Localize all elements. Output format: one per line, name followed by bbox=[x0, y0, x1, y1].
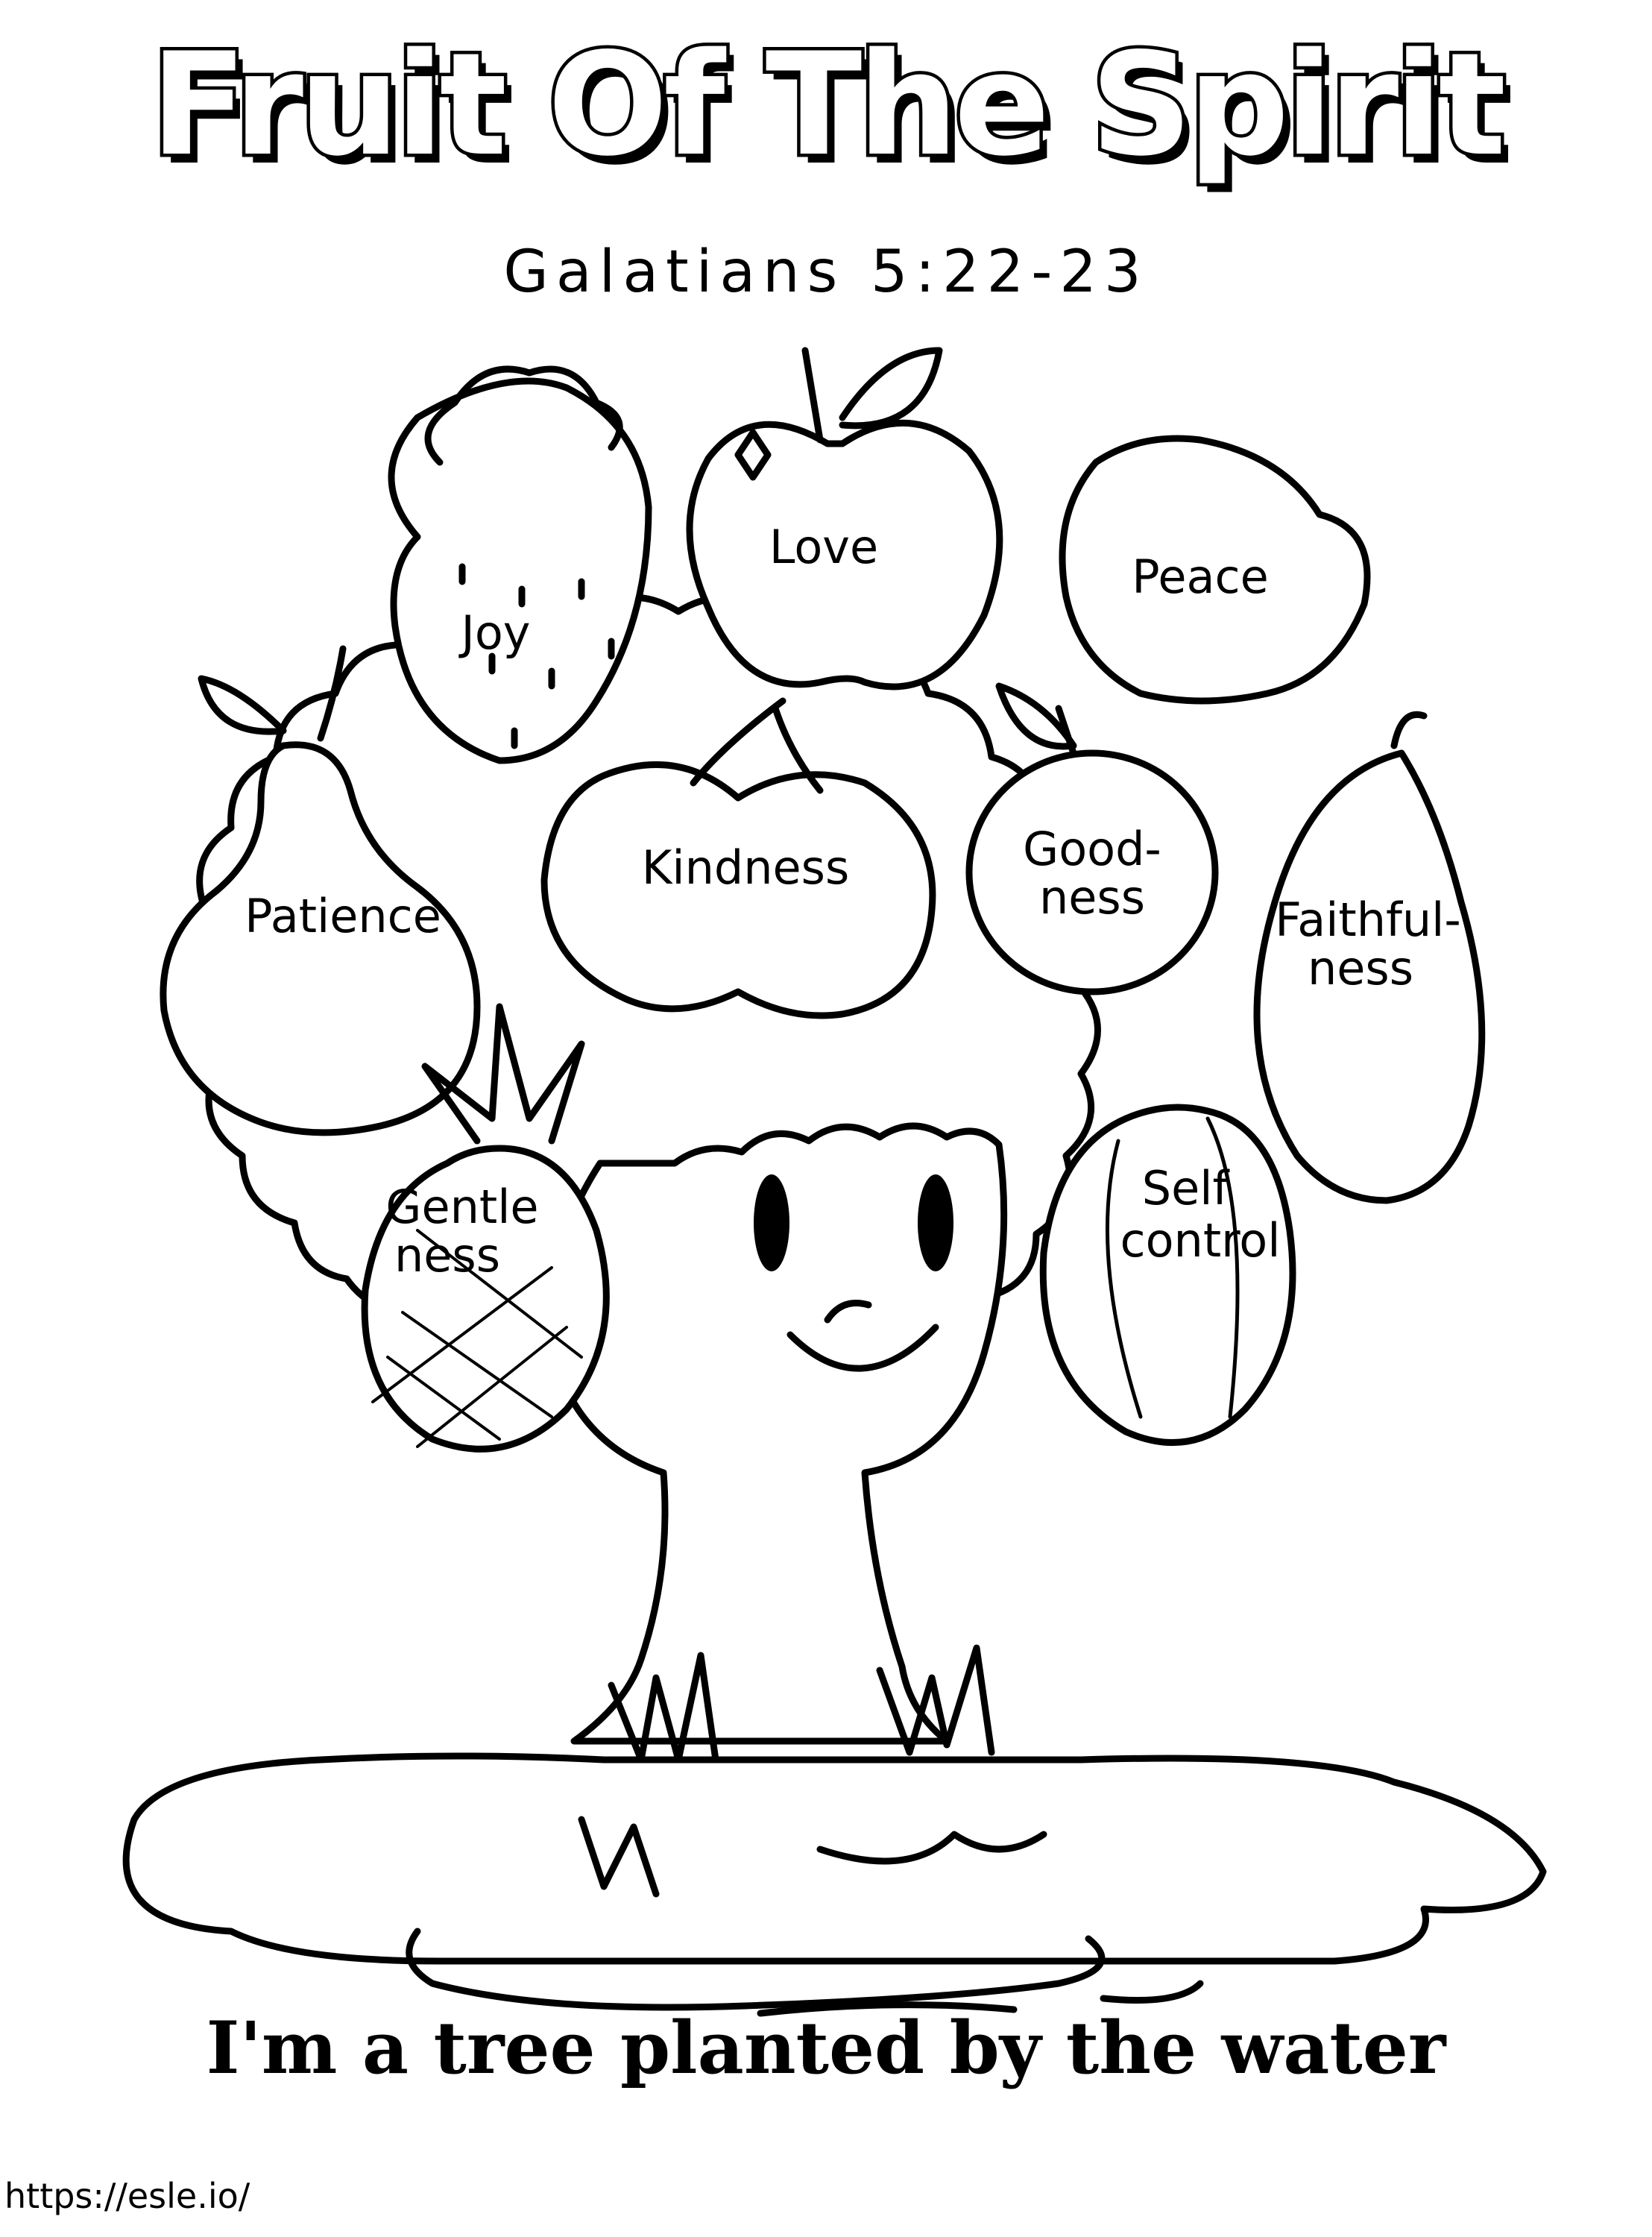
apple-fruit bbox=[686, 419, 1003, 690]
tree-trunk bbox=[547, 1122, 1008, 1745]
right-eye-icon bbox=[918, 1174, 953, 1271]
source-credit: https://esle.io/ bbox=[4, 2176, 250, 2216]
grass-tuft-right bbox=[876, 1644, 995, 1756]
label-peace: Peace bbox=[1132, 550, 1269, 604]
label-goodness-2: ness bbox=[1039, 870, 1145, 925]
label-patience: Patience bbox=[245, 889, 441, 943]
cherries-fruit bbox=[540, 761, 936, 1019]
grass-tuft-left bbox=[608, 1652, 719, 1764]
water-surface bbox=[406, 1928, 1106, 2011]
caption: I'm a tree planted by the water bbox=[206, 2006, 1446, 2090]
label-faithfulness-1: Faithful- bbox=[1275, 893, 1461, 947]
pineapple-fruit bbox=[361, 1145, 610, 1453]
left-eye-icon bbox=[754, 1174, 789, 1271]
label-kindness: Kindness bbox=[642, 840, 850, 895]
smile-icon bbox=[786, 1324, 939, 1372]
label-selfcontrol-2: control bbox=[1120, 1213, 1281, 1268]
banana-fruit bbox=[1253, 749, 1486, 1204]
label-gentleness-2: ness bbox=[394, 1228, 500, 1283]
label-faithfulness-2: ness bbox=[1308, 941, 1413, 995]
label-goodness-1: Good- bbox=[1023, 822, 1161, 876]
label-selfcontrol-1: Self bbox=[1142, 1161, 1231, 1215]
scripture-reference: Galatians 5:22-23 bbox=[503, 239, 1149, 306]
melon-fruit bbox=[1039, 1104, 1296, 1447]
label-joy: Joy bbox=[458, 605, 531, 660]
pear-fruit bbox=[160, 741, 481, 1136]
label-love: Love bbox=[769, 520, 878, 574]
lemon-fruit bbox=[1059, 435, 1371, 705]
page-title: Fruit Of The Spirit bbox=[147, 19, 1510, 191]
ground-island bbox=[122, 1752, 1547, 1965]
strawberry-fruit bbox=[388, 377, 652, 764]
label-gentleness-1: Gentle bbox=[385, 1180, 538, 1234]
orange-fruit bbox=[965, 749, 1219, 995]
